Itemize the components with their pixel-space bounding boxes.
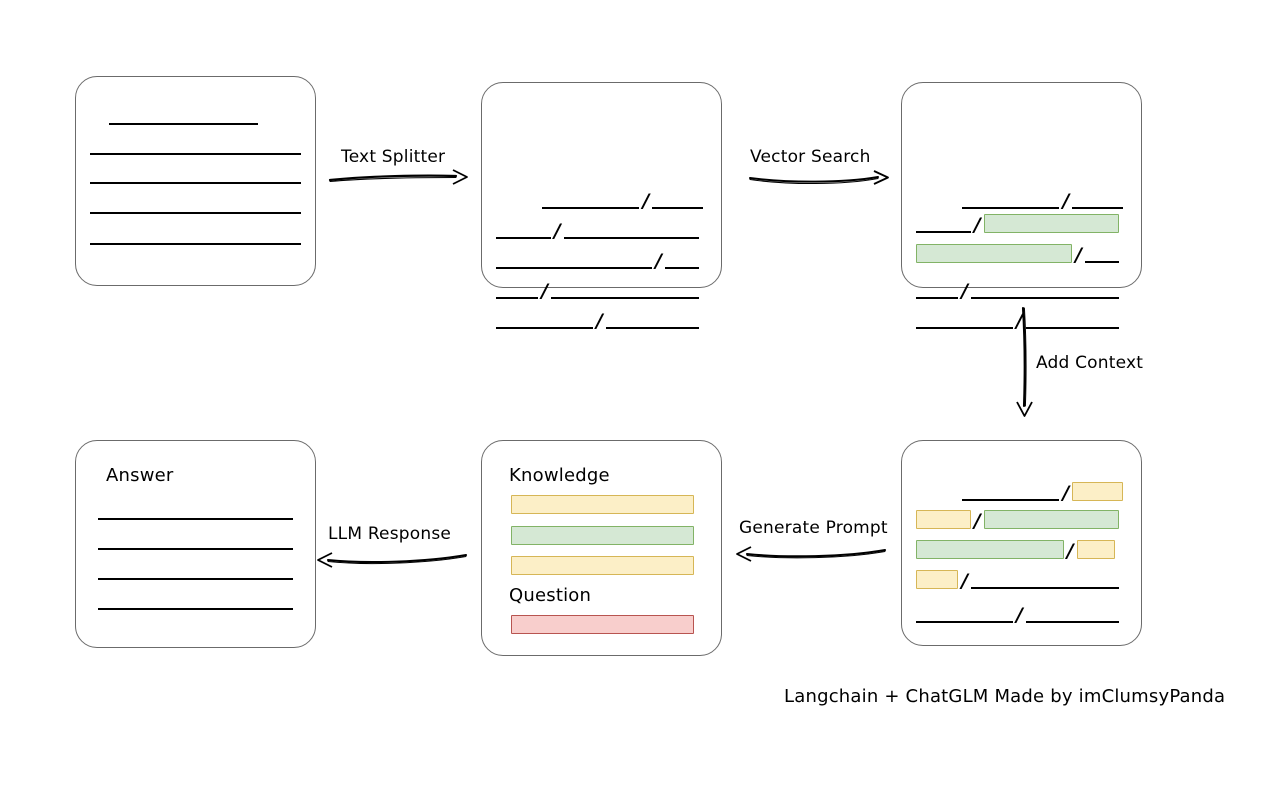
chunk-row: / [902,307,1141,332]
chunk-segment [916,327,1014,329]
answer-lines [76,441,315,647]
split-document-box[interactable]: / / / / / [481,82,722,331]
chunk-segment [496,237,551,239]
chunk-row: / [902,507,1141,532]
chunk-segment [652,207,704,209]
context-added-rows: / / / / / [902,441,1141,645]
answer-line [97,578,294,580]
arrow-add-context [1016,306,1033,417]
arrow-llm-response [317,552,468,568]
chunk-segment-context [916,570,959,589]
chunk-segment [665,267,699,269]
chunk-row: / [482,247,721,272]
chunk-segment [563,237,699,239]
chunk-separator: / [1062,190,1070,212]
edge-label-generate-prompt: Generate Prompt [739,518,888,538]
document-line [90,212,301,214]
chunk-segment [962,207,1060,209]
chunk-row: / [902,537,1141,562]
answer-line [97,608,294,610]
chunk-segment [496,327,594,329]
prompt-panel-box[interactable]: Knowledge Question [481,440,722,656]
chunk-segment-highlighted [983,214,1119,233]
chunk-separator: / [961,280,969,302]
chunk-segment-highlighted [983,510,1119,529]
chunk-separator: / [961,570,969,592]
context-added-document-box[interactable]: / / / / / [901,440,1142,646]
chunk-separator: / [642,190,650,212]
chunk-separator: / [553,220,561,242]
answer-line [97,548,294,550]
knowledge-label: Knowledge [509,465,610,486]
edge-label-add-context: Add Context [1036,353,1144,373]
answer-line [97,518,294,520]
chunk-separator: / [1075,244,1083,266]
chunk-segment [496,297,539,299]
chunk-segment-context [916,510,971,529]
chunk-segment [551,297,699,299]
split-document-rows: / / / / / [482,83,721,331]
chunk-row: / [482,187,721,212]
chunk-separator: / [596,310,603,332]
edge-label-text-splitter: Text Splitter [341,147,446,167]
knowledge-bar [511,526,694,545]
edge-label-llm-response: LLM Response [328,524,452,544]
chunk-segment [1026,621,1119,623]
vector-matched-document-box[interactable]: / / / / / [901,82,1142,331]
chunk-segment [916,297,959,299]
chunk-segment-highlighted [916,244,1073,263]
chunk-segment [971,297,1119,299]
chunk-segment [606,327,699,329]
chunk-segment [971,587,1119,589]
document-line [90,182,301,184]
chunk-separator: / [655,250,663,272]
document-line [109,123,258,125]
chunk-row: / [902,567,1141,592]
chunk-separator: / [973,510,981,532]
chunk-segment-highlighted [916,540,1064,559]
chunk-row: / [902,211,1141,236]
chunk-row: / [902,277,1141,302]
chunk-segment [496,267,653,269]
chunk-row: / [482,277,721,302]
chunk-segment [916,231,971,233]
chunk-separator: / [1016,604,1023,626]
chunk-separator: / [1066,540,1074,562]
credit-text: Langchain + ChatGLM Made by imClumsyPand… [784,686,1226,707]
question-bar [511,615,694,634]
arrow-generate-prompt [736,546,887,562]
chunk-row: / [902,479,1141,504]
chunk-segment-context [1076,540,1115,559]
document-line [90,243,301,245]
chunk-separator: / [1062,482,1070,504]
source-document-lines [76,77,315,285]
arrow-vector-search [749,170,889,185]
chunk-segment [916,621,1014,623]
chunk-row: / [482,217,721,242]
knowledge-bar [511,495,694,514]
chunk-segment [1026,327,1119,329]
question-label: Question [509,585,592,606]
chunk-segment [542,207,640,209]
answer-label: Answer [106,465,174,486]
source-document-box[interactable] [75,76,316,286]
arrow-text-splitter [328,169,468,185]
vector-matched-rows: / / / / / [902,83,1141,331]
chunk-row: / [902,601,1141,626]
chunk-segment [1085,261,1119,263]
chunk-row: / [902,241,1141,266]
knowledge-bar [511,556,694,575]
chunk-separator: / [1016,310,1023,332]
chunk-row: / [902,187,1141,212]
chunk-row: / [482,307,721,332]
chunk-segment-context [1072,482,1124,501]
edge-label-vector-search: Vector Search [750,147,871,167]
document-line [90,153,301,155]
chunk-separator: / [973,214,981,236]
chunk-segment [1072,207,1124,209]
chunk-segment [962,499,1060,501]
chunk-separator: / [541,280,549,302]
answer-panel-box[interactable]: Answer [75,440,316,648]
